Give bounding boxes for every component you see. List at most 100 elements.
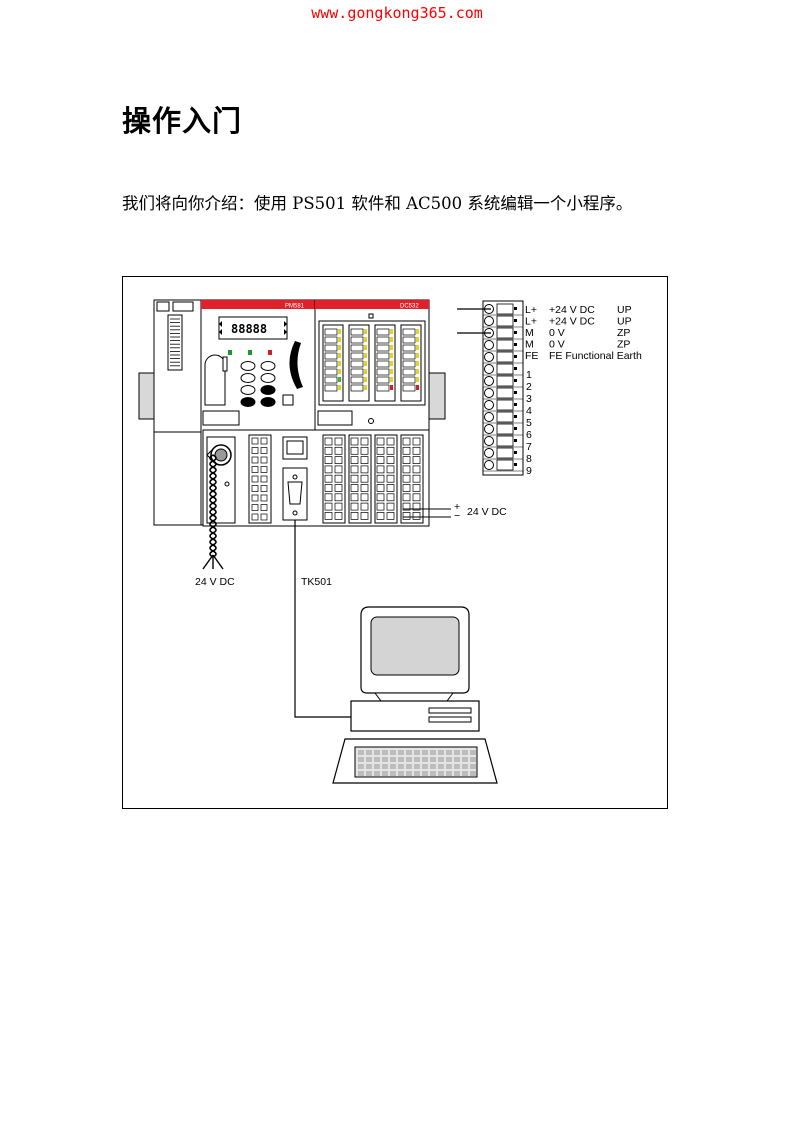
io-channel-led — [390, 345, 393, 350]
terminal-desc-label: 0 V — [549, 327, 565, 339]
strip-screw — [484, 436, 494, 446]
io-led-columns — [322, 324, 422, 402]
keypad-key — [240, 361, 256, 371]
keyboard-key — [470, 750, 476, 755]
keyboard-key — [454, 764, 460, 769]
keyboard-key — [406, 757, 412, 762]
battery-compartment — [204, 354, 226, 406]
keypad-key — [260, 385, 276, 395]
io-channel-led — [364, 337, 367, 342]
keyboard-key — [446, 771, 452, 776]
strip-screw — [484, 364, 494, 374]
io-channel-led — [390, 353, 393, 358]
keyboard-key — [430, 757, 436, 762]
keyboard-key — [422, 757, 428, 762]
terminal-code-label: UP — [617, 316, 632, 328]
keypad-key — [240, 373, 256, 383]
strip-screw — [484, 376, 494, 386]
terminal-code-label: UP — [617, 304, 632, 316]
intro-paragraph: 我们将向你介绍：使用 PS501 软件和 AC500 系统编辑一个小程序。 — [122, 194, 633, 213]
io-channel-led — [338, 337, 341, 342]
keyboard-key — [382, 757, 388, 762]
strip-screw — [484, 316, 494, 326]
keyboard-key — [438, 764, 444, 769]
io-channel-led — [416, 329, 419, 334]
power-label: 24 V DC — [195, 576, 235, 588]
keyboard-key — [462, 757, 468, 762]
io-channel-led — [390, 361, 393, 366]
keyboard-key — [366, 771, 372, 776]
keyboard-key — [462, 771, 468, 776]
din-rail-right — [428, 372, 446, 420]
keyboard-key — [422, 750, 428, 755]
pc-monitor — [360, 606, 470, 702]
keyboard-key — [366, 757, 372, 762]
io-channel-led — [416, 377, 419, 382]
terminal-code-label: ZP — [617, 327, 630, 339]
keypad-key — [240, 397, 256, 407]
keyboard-key — [366, 750, 372, 755]
cable-label: TK501 — [301, 576, 332, 588]
keyboard-key — [446, 757, 452, 762]
numbered-terminal-label: 8 — [526, 453, 532, 465]
io-channel-led — [364, 377, 367, 382]
io-channel-led — [364, 329, 367, 334]
terminal-pin-label: L+ — [525, 316, 537, 328]
strip-screw — [484, 352, 494, 362]
numbered-terminal-label: 3 — [526, 393, 532, 405]
keypad-key — [260, 361, 276, 371]
lcd-digits: 88888 — [231, 322, 267, 336]
wiring-diagram: PM581 88888 DC532 — [138, 299, 642, 784]
power-module — [153, 299, 204, 526]
status-led — [248, 350, 252, 355]
keyboard-key — [438, 750, 444, 755]
terminal-code-label: ZP — [617, 339, 630, 351]
io-channel-led — [416, 385, 419, 390]
keyboard-key — [358, 764, 364, 769]
keyboard-key — [454, 771, 460, 776]
numbered-terminal-label: 5 — [526, 417, 532, 429]
numbered-terminal-label: 7 — [526, 441, 532, 453]
keyboard-key — [382, 771, 388, 776]
wiring-figure: PM581 88888 DC532 — [122, 276, 668, 809]
io-channel-led — [338, 361, 341, 366]
numbered-terminal-label: 1 — [526, 369, 532, 381]
keyboard-key — [430, 764, 436, 769]
keyboard-key — [358, 757, 364, 762]
keypad-key — [240, 385, 256, 395]
keyboard-key — [414, 750, 420, 755]
strip-screw — [484, 412, 494, 422]
io-supply-plus: + — [454, 501, 460, 513]
keyboard-key — [430, 771, 436, 776]
terminal-pin-label: M — [525, 327, 534, 339]
keypad-key — [260, 397, 276, 407]
numbered-terminal-label: 4 — [526, 405, 532, 417]
keyboard-key — [398, 750, 404, 755]
keyboard-key — [374, 750, 380, 755]
keyboard-key — [446, 750, 452, 755]
keyboard-key — [430, 750, 436, 755]
site-url[interactable]: www.gongkong365.com — [311, 4, 483, 22]
terminal-base — [202, 429, 430, 527]
strip-screw — [484, 340, 494, 350]
io-channel-led — [338, 369, 341, 374]
io-channel-led — [364, 345, 367, 350]
cpu-model-label: PM581 — [285, 304, 305, 310]
strip-screw — [484, 448, 494, 458]
io-channel-led — [338, 377, 341, 382]
keyboard-key — [390, 764, 396, 769]
terminal-pin-label: FE — [525, 350, 538, 362]
keyboard-key — [406, 771, 412, 776]
keyboard-key — [454, 750, 460, 755]
keyboard-key — [406, 764, 412, 769]
strip-screw — [484, 424, 494, 434]
io-channel-led — [338, 385, 341, 390]
io-channel-led — [390, 369, 393, 374]
io-banner — [315, 300, 429, 309]
keyboard-key — [414, 757, 420, 762]
keyboard-key — [390, 750, 396, 755]
strip-screw — [484, 400, 494, 410]
pc-base — [350, 700, 480, 732]
keyboard-key — [438, 771, 444, 776]
keyboard-key — [414, 764, 420, 769]
